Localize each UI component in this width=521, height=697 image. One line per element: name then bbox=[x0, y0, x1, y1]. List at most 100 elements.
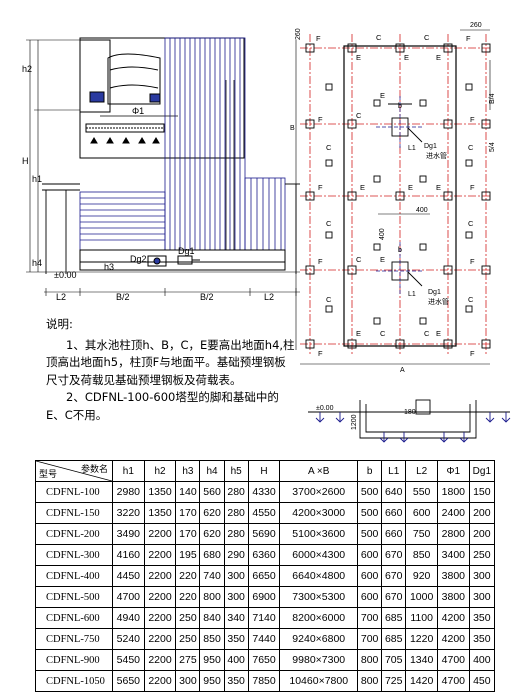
label-F: F bbox=[318, 257, 323, 266]
col-header: A ×B bbox=[279, 460, 359, 482]
value-cell: 750 bbox=[405, 523, 438, 545]
corner-cell: 参数名 型号 bbox=[35, 460, 113, 482]
value-cell: 290 bbox=[223, 544, 249, 566]
value-cell: 1000 bbox=[405, 586, 438, 608]
value-cell: 250 bbox=[468, 544, 496, 566]
dim-180: 180 bbox=[404, 409, 416, 416]
model-cell: CDFNL-1050 bbox=[35, 670, 113, 692]
dim-B-plan: B bbox=[290, 125, 295, 132]
dim-h3: h3 bbox=[104, 262, 114, 272]
label-C: C bbox=[376, 33, 382, 42]
label-C: C bbox=[326, 143, 332, 152]
value-cell: 670 bbox=[381, 565, 407, 587]
front-dim-labels: h2 H h1 h4 Φ1 Dg2 Dg1 h3 ±0.00 L2 B/2 B/… bbox=[22, 64, 274, 302]
value-cell: 4700 bbox=[436, 649, 470, 671]
label-C: C bbox=[468, 219, 474, 228]
engineering-drawing: h2 H h1 h4 Φ1 Dg2 Dg1 h3 ±0.00 L2 B/2 B/… bbox=[22, 22, 511, 443]
value-cell: 3800 bbox=[436, 565, 470, 587]
value-cell: 170 bbox=[175, 502, 201, 524]
dim-h1: h1 bbox=[32, 174, 42, 184]
dim-dg1: Dg1 bbox=[178, 246, 195, 256]
value-cell: 350 bbox=[223, 628, 249, 650]
label-C: C bbox=[356, 255, 362, 264]
label-E: E bbox=[380, 91, 385, 100]
col-header: L2 bbox=[405, 460, 438, 482]
value-cell: 7300×5300 bbox=[279, 586, 359, 608]
value-cell: 500 bbox=[357, 523, 383, 545]
value-cell: 220 bbox=[175, 586, 201, 608]
value-cell: 280 bbox=[223, 502, 249, 524]
dim-elev: ±0.00 bbox=[54, 270, 76, 280]
value-cell: 620 bbox=[199, 502, 225, 524]
col-header: h3 bbox=[175, 460, 201, 482]
value-cell: 500 bbox=[357, 502, 383, 524]
note-2: 2、CDFNL-100-600塔型的脚和基础中的E、C不用。 bbox=[46, 390, 279, 422]
value-cell: 4550 bbox=[247, 502, 281, 524]
dim-dg1-top: Dg1 bbox=[424, 143, 437, 150]
value-cell: 4200 bbox=[436, 628, 470, 650]
label-C: C bbox=[468, 143, 474, 152]
notes-heading: 说明: bbox=[46, 317, 73, 331]
value-cell: 220 bbox=[175, 565, 201, 587]
value-cell: 2200 bbox=[143, 649, 177, 671]
value-cell: 950 bbox=[199, 649, 225, 671]
value-cell: 7440 bbox=[247, 628, 281, 650]
dim-1200: 1200 bbox=[351, 414, 358, 430]
value-cell: 150 bbox=[468, 481, 496, 503]
value-cell: 1350 bbox=[143, 481, 177, 503]
value-cell: 685 bbox=[381, 628, 407, 650]
value-cell: 9980×7300 bbox=[279, 649, 359, 671]
plan-labels: F C C F E E E F C E F C C F E E E F C C … bbox=[316, 33, 475, 358]
value-cell: 680 bbox=[199, 544, 225, 566]
value-cell: 705 bbox=[381, 649, 407, 671]
foundation-plan bbox=[295, 29, 491, 365]
value-cell: 1100 bbox=[405, 607, 438, 629]
dim-400: 400 bbox=[416, 207, 428, 214]
label-F: F bbox=[470, 257, 475, 266]
value-cell: 500 bbox=[357, 481, 383, 503]
dim-dg2: Dg2 bbox=[130, 254, 147, 264]
dim-inlet-top: 进水管 bbox=[426, 151, 447, 160]
value-cell: 5240 bbox=[112, 628, 145, 650]
model-cell: CDFNL-300 bbox=[35, 544, 113, 566]
value-cell: 7650 bbox=[247, 649, 281, 671]
col-header: h1 bbox=[112, 460, 145, 482]
label-F: F bbox=[316, 34, 321, 43]
value-cell: 300 bbox=[468, 565, 496, 587]
dim-dg1-bottom: Dg1 bbox=[428, 289, 441, 296]
value-cell: 200 bbox=[468, 502, 496, 524]
value-cell: 725 bbox=[381, 670, 407, 692]
value-cell: 140 bbox=[175, 481, 201, 503]
label-E: E bbox=[356, 53, 361, 62]
value-cell: 3700×2600 bbox=[279, 481, 359, 503]
model-cell: CDFNL-900 bbox=[35, 649, 113, 671]
label-C: C bbox=[424, 33, 430, 42]
value-cell: 350 bbox=[468, 607, 496, 629]
value-cell: 850 bbox=[405, 544, 438, 566]
value-cell: 685 bbox=[381, 607, 407, 629]
value-cell: 850 bbox=[199, 628, 225, 650]
value-cell: 1800 bbox=[436, 481, 470, 503]
value-cell: 800 bbox=[357, 670, 383, 692]
value-cell: 2400 bbox=[436, 502, 470, 524]
value-cell: 300 bbox=[175, 670, 201, 692]
dim-H: H bbox=[22, 156, 29, 166]
value-cell: 3800 bbox=[436, 586, 470, 608]
value-cell: 4200 bbox=[436, 607, 470, 629]
col-header: L1 bbox=[381, 460, 407, 482]
label-C: C bbox=[326, 219, 332, 228]
col-header: h4 bbox=[199, 460, 225, 482]
value-cell: 170 bbox=[175, 523, 201, 545]
value-cell: 4160 bbox=[112, 544, 145, 566]
dim-260-top: 260 bbox=[470, 22, 482, 29]
spec-table: 参数名 型号 h1 h2 h3 h4 h5 H A ×B b L1 L2 Φ1 … bbox=[35, 460, 496, 692]
value-cell: 700 bbox=[357, 628, 383, 650]
dim-pitch: 5/4 bbox=[489, 142, 496, 152]
